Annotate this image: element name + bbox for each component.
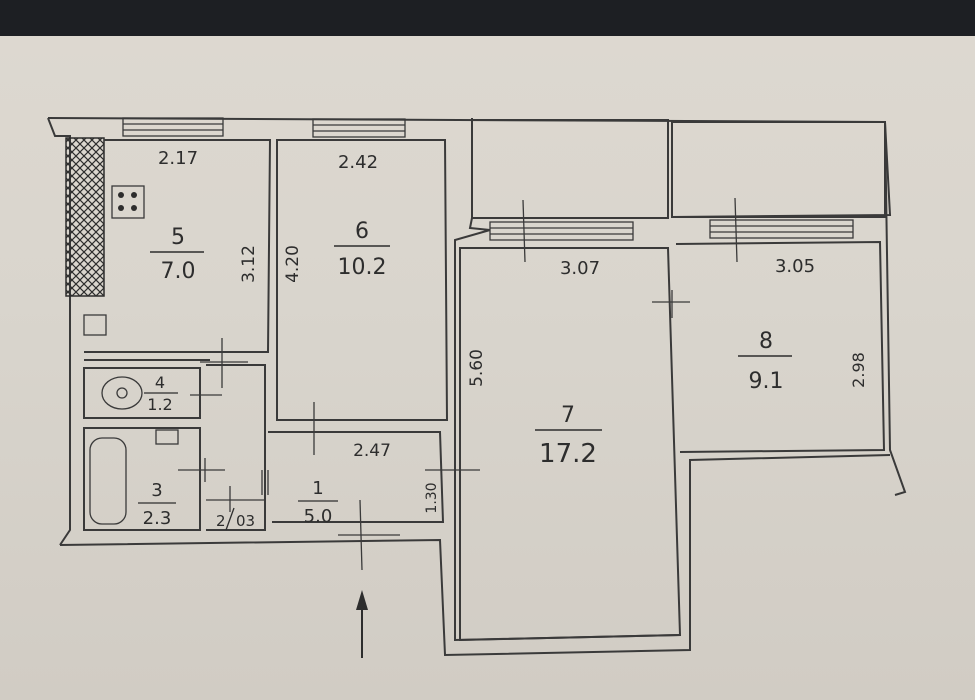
entrance-arrow-icon xyxy=(356,590,368,658)
room-label-5: 5 7.0 xyxy=(150,225,204,284)
dimension-label: 2.98 xyxy=(849,352,868,388)
room-number: 5 xyxy=(171,225,185,250)
room-number: 4 xyxy=(155,373,165,392)
room-4-toilet xyxy=(83,367,222,419)
room-number: 6 xyxy=(355,219,369,244)
dimension-label: 1.30 xyxy=(424,482,440,513)
window-room-7 xyxy=(489,199,634,263)
room-area: 5.0 xyxy=(304,506,333,527)
window-room-6 xyxy=(312,118,406,138)
dimension-label: 5.60 xyxy=(467,349,487,387)
room-2-closet xyxy=(206,364,269,531)
room-area: 7.0 xyxy=(161,259,196,284)
room-area: 17.2 xyxy=(539,439,597,469)
dimension-label: 2.17 xyxy=(158,148,198,169)
dimension-label: 2.42 xyxy=(338,152,378,173)
room-8 xyxy=(675,240,886,453)
room-number: 7 xyxy=(561,403,575,428)
room-label-3: 3 2.3 xyxy=(138,480,176,529)
dimension-label: 3.05 xyxy=(775,256,815,277)
ventilation-shaft xyxy=(65,137,105,297)
room-area: 9.1 xyxy=(749,369,784,394)
room-area: 1.2 xyxy=(147,395,172,414)
room-label-4: 4 1.2 xyxy=(144,373,178,414)
room-number: 1 xyxy=(312,478,323,499)
room-3-bathroom xyxy=(83,427,225,531)
room-label-1: 1 5.0 xyxy=(298,478,338,527)
balcony-right xyxy=(671,121,886,218)
room-5-kitchen xyxy=(83,139,272,388)
top-bar xyxy=(0,0,975,36)
room-number: 8 xyxy=(759,329,773,354)
window-kitchen xyxy=(122,117,224,137)
window-room-8 xyxy=(709,197,854,263)
dimension-label: 2.47 xyxy=(353,441,391,461)
dimension-label: 3.07 xyxy=(560,258,600,279)
room-number: 2 xyxy=(216,512,226,530)
room-area: 10.2 xyxy=(338,255,387,280)
room-6 xyxy=(276,139,449,455)
room-label-8: 8 9.1 xyxy=(738,329,792,394)
room-area: 2.3 xyxy=(143,508,172,529)
room-7 xyxy=(459,247,690,642)
room-label-7: 7 17.2 xyxy=(535,403,602,469)
room-number: 3 xyxy=(151,480,162,501)
dimension-label: 3.12 xyxy=(239,245,259,283)
room-label-6: 6 10.2 xyxy=(334,219,390,280)
room-label-2: 2 03 xyxy=(216,507,255,531)
room-area: 03 xyxy=(236,512,255,530)
dimension-label: 4.20 xyxy=(283,245,303,283)
balcony-left xyxy=(471,119,669,219)
room-1-hall xyxy=(268,431,480,571)
